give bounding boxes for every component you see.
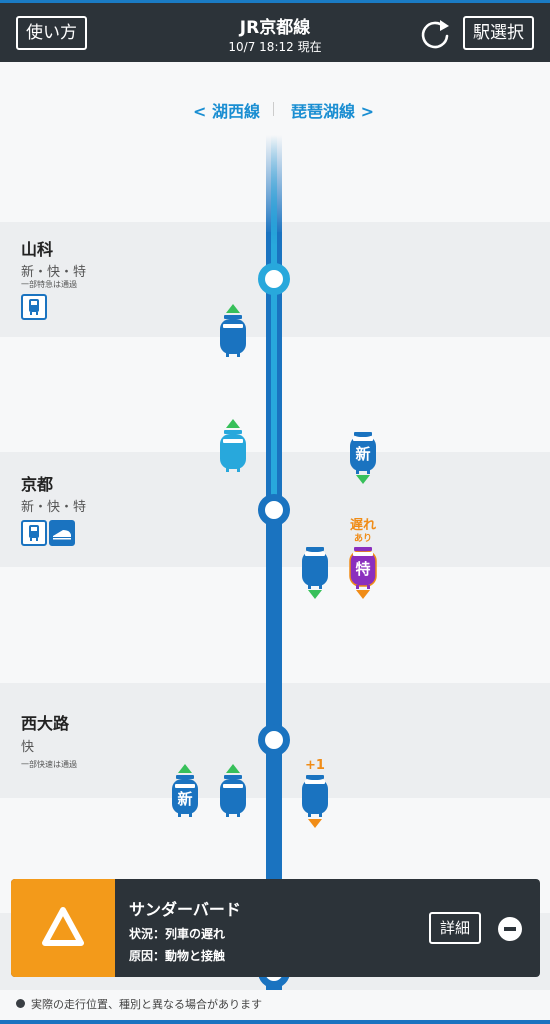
refresh-icon[interactable] (418, 17, 452, 51)
train-icon (349, 547, 377, 589)
station-select-button[interactable]: 駅選択 (463, 16, 534, 50)
update-time: 10/7 18:12 現在 (228, 40, 322, 54)
train-marker-toku[interactable]: 特 (349, 547, 377, 589)
alert-train-name: サンダーバード (129, 900, 241, 919)
station-name: 西大路 (21, 714, 70, 733)
nav-divider (273, 102, 274, 116)
shinkansen-icon (49, 520, 75, 546)
down-arrow-icon (356, 590, 370, 599)
help-button[interactable]: 使い方 (16, 16, 87, 50)
train-icon (21, 294, 47, 320)
page-title: JR京都線 (239, 18, 311, 38)
train-type-label: 新 (355, 445, 371, 463)
extra-trains-count: +1 (305, 758, 325, 773)
station-note: 一部特急は通過 (21, 280, 77, 289)
alert-detail-button[interactable]: 詳細 (429, 912, 481, 944)
up-arrow-icon (226, 764, 240, 773)
app-header: 使い方 JR京都線 10/7 18:12 現在 駅選択 (0, 0, 550, 62)
track-line (266, 232, 282, 1024)
station-note: 一部快速は通過 (21, 760, 77, 769)
station-name: 京都 (21, 475, 54, 494)
bullet-icon (16, 999, 25, 1008)
station-node[interactable] (258, 724, 290, 756)
next-line-link[interactable]: 琵琶湖線 > (291, 102, 374, 121)
bottom-accent-bar (0, 1020, 550, 1024)
station-node[interactable] (258, 263, 290, 295)
delay-label: 遅れ (349, 518, 376, 533)
alert-status: 状況：列車の遅れ (129, 927, 226, 941)
delay-alert-banner[interactable]: サンダーバード 状況：列車の遅れ 原因：動物と接触 詳細 (11, 879, 540, 977)
track-light-line (271, 135, 277, 505)
minimize-icon[interactable] (498, 917, 522, 941)
train-marker[interactable] (301, 775, 329, 817)
train-marker[interactable] (219, 430, 247, 472)
station-name: 山科 (21, 240, 54, 259)
up-arrow-icon (226, 304, 240, 313)
footer-note-text: 実際の走行位置、種別と異なる場合があります (31, 998, 262, 1011)
down-arrow-icon (356, 475, 370, 484)
up-arrow-icon (178, 764, 192, 773)
station-types: 快 (21, 740, 35, 755)
station-node[interactable] (258, 494, 290, 526)
down-arrow-icon (308, 590, 322, 599)
delay-sub-label: あり (353, 534, 372, 544)
station-types: 新・快・特 (21, 265, 87, 280)
train-marker-shin[interactable]: 新 (349, 432, 377, 474)
prev-line-link[interactable]: < 湖西線 (193, 102, 260, 121)
train-type-label: 新 (177, 790, 193, 808)
station-types: 新・快・特 (21, 500, 87, 515)
line-nav: < 湖西線 琵琶湖線 > (0, 96, 550, 122)
alert-icon-box (11, 879, 115, 977)
down-arrow-icon (308, 819, 322, 828)
train-icon (350, 432, 376, 474)
warning-triangle-icon (42, 907, 84, 946)
up-arrow-icon (226, 419, 240, 428)
alert-cause: 原因：動物と接触 (129, 949, 226, 963)
train-icon (21, 520, 47, 546)
train-marker[interactable] (219, 775, 247, 817)
train-marker[interactable] (301, 547, 329, 589)
train-marker-shin[interactable]: 新 (171, 775, 199, 817)
footer-note: 実際の走行位置、種別と異なる場合があります (0, 990, 550, 1024)
train-marker[interactable] (219, 315, 247, 357)
train-type-label: 特 (355, 560, 371, 578)
train-icon (172, 775, 198, 817)
